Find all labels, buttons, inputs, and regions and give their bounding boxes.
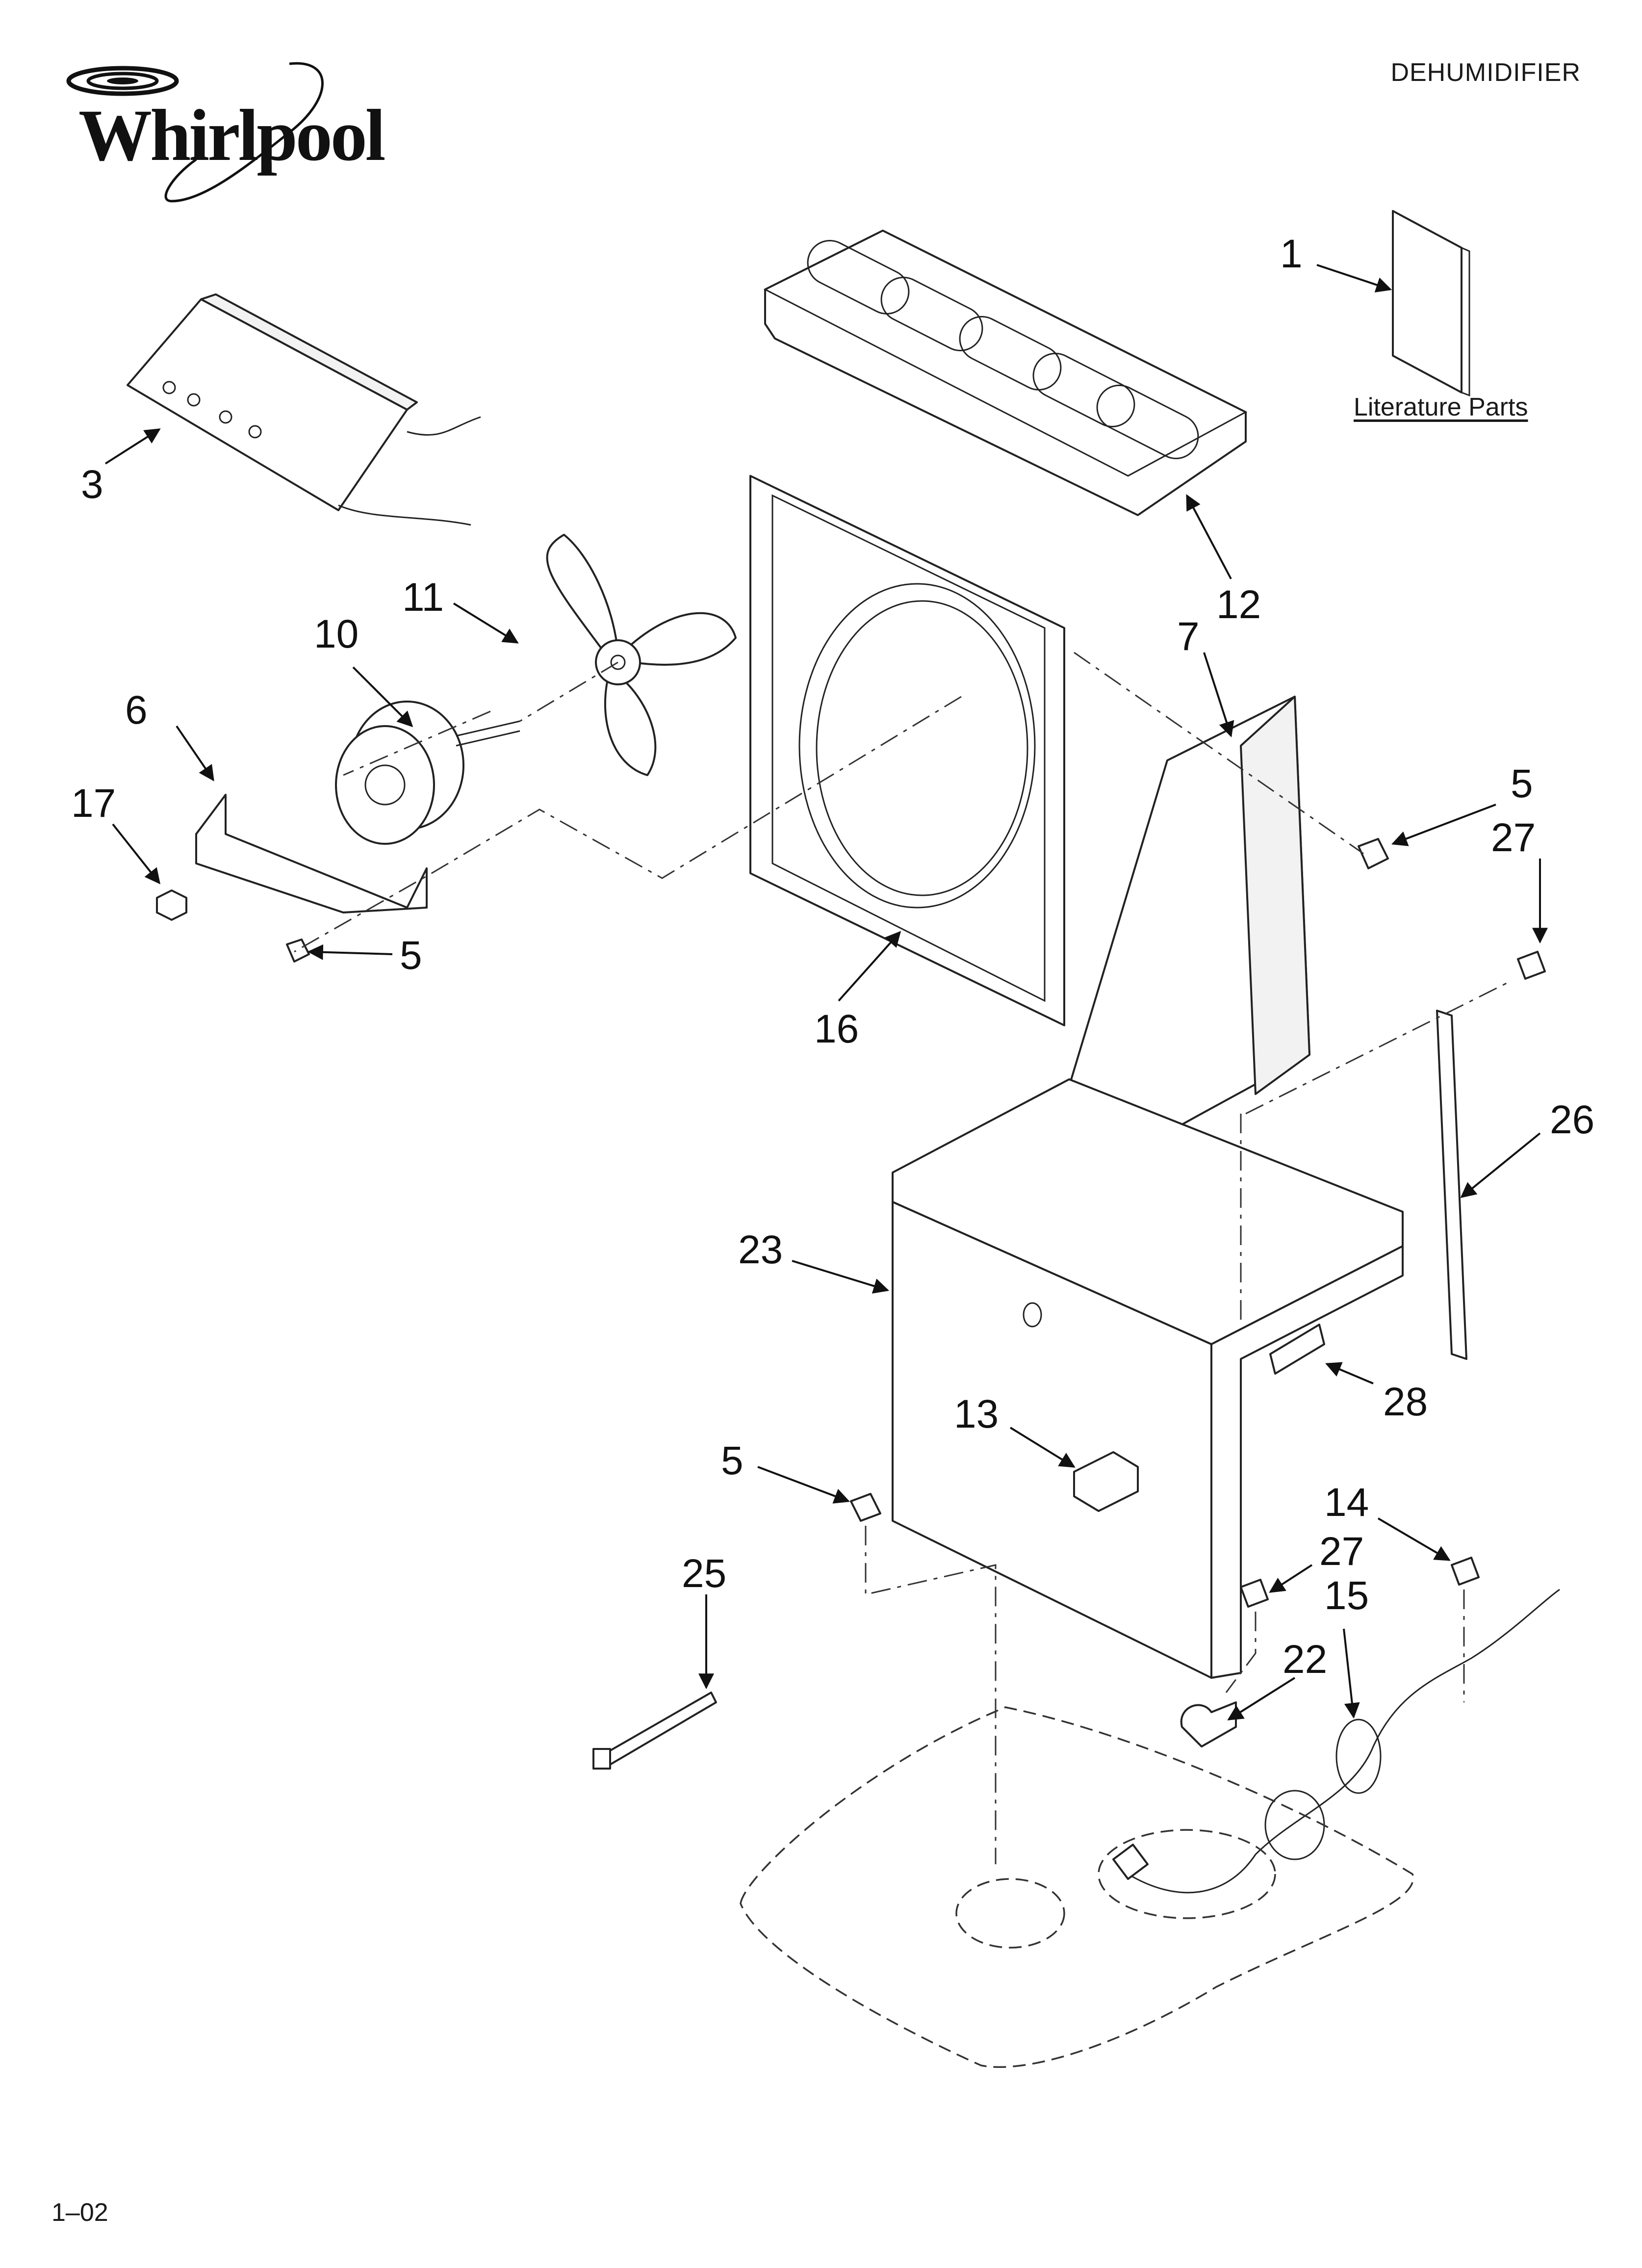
callout-5-right: 5 bbox=[1511, 761, 1533, 806]
hex-nut bbox=[156, 889, 187, 921]
callout-5-lower: 5 bbox=[721, 1438, 744, 1483]
base-cabinet bbox=[892, 1078, 1404, 1679]
control-panel bbox=[127, 293, 481, 526]
fan-blade bbox=[546, 534, 737, 776]
clip-28 bbox=[1269, 1324, 1325, 1375]
literature-parts-label: Literature Parts bbox=[1354, 393, 1528, 421]
assembly-lines bbox=[294, 652, 1511, 1864]
fan-motor bbox=[335, 701, 520, 845]
callout-6: 6 bbox=[125, 688, 148, 732]
callout-14: 14 bbox=[1324, 1480, 1369, 1525]
callout-17: 17 bbox=[71, 781, 116, 826]
screw-27-lower bbox=[1240, 1579, 1269, 1608]
callout-26: 26 bbox=[1550, 1097, 1594, 1142]
motor-bracket bbox=[195, 794, 428, 913]
callout-11: 11 bbox=[402, 575, 444, 620]
callout-27-upper: 27 bbox=[1491, 815, 1536, 860]
top-cover bbox=[763, 230, 1248, 516]
callout-10: 10 bbox=[314, 612, 359, 656]
screw-27-upper bbox=[1517, 951, 1546, 980]
fan-shroud bbox=[749, 475, 1065, 1026]
screw-14 bbox=[1451, 1557, 1480, 1586]
clamp-22 bbox=[1180, 1701, 1237, 1747]
callout-7: 7 bbox=[1177, 614, 1200, 659]
callout-28: 28 bbox=[1383, 1380, 1428, 1424]
callout-13: 13 bbox=[954, 1392, 999, 1436]
power-cord bbox=[1112, 1589, 1560, 1894]
whirlpool-logo: Whirlpool bbox=[59, 54, 385, 216]
callout-12: 12 bbox=[1216, 582, 1261, 627]
literature-booklet bbox=[1392, 210, 1470, 397]
screw-5-lower bbox=[850, 1493, 881, 1522]
callout-25: 25 bbox=[682, 1551, 726, 1596]
callout-27-lower: 27 bbox=[1319, 1529, 1364, 1574]
callout-leaders bbox=[104, 264, 1548, 1721]
screw-5-right bbox=[1358, 838, 1389, 869]
callout-15: 15 bbox=[1324, 1573, 1369, 1618]
logo-wordmark: Whirlpool bbox=[78, 95, 385, 176]
support-rod bbox=[1436, 1010, 1467, 1360]
callout-5-lower-left: 5 bbox=[400, 933, 422, 978]
screw-5-lower-left bbox=[286, 938, 310, 963]
callout-16: 16 bbox=[814, 1007, 859, 1051]
page-title: DEHUMIDIFIER bbox=[1390, 58, 1581, 87]
callout-3: 3 bbox=[81, 462, 103, 507]
cable-tie bbox=[592, 1692, 717, 1770]
base-pan-phantom bbox=[740, 1706, 1414, 2068]
callout-23: 23 bbox=[738, 1227, 783, 1272]
switch-13 bbox=[1073, 1451, 1139, 1512]
logo-swirl-icon bbox=[66, 62, 324, 203]
callout-1: 1 bbox=[1280, 232, 1303, 276]
revision-code: 1–02 bbox=[51, 2198, 108, 2227]
callout-22: 22 bbox=[1283, 1637, 1327, 1682]
